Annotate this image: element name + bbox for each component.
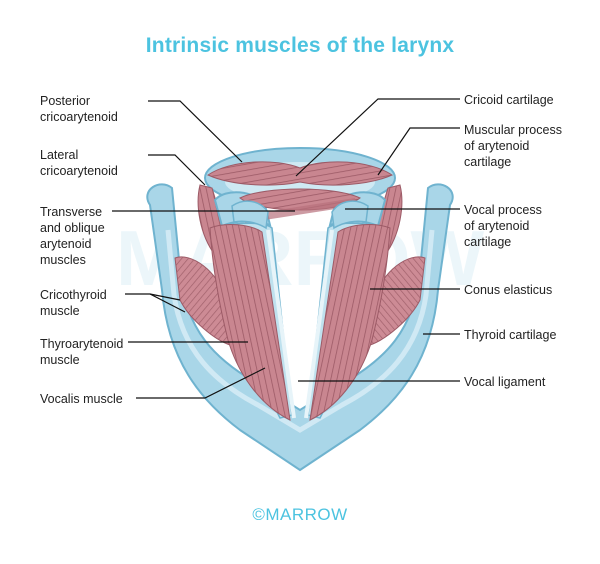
leader-muscular-process bbox=[377, 127, 460, 176]
leader-lateral-ca bbox=[148, 154, 206, 186]
label-cricothyroid-muscle: Cricothyroid muscle bbox=[40, 288, 107, 318]
label-conus-elasticus: Conus elasticus bbox=[464, 283, 553, 297]
label-muscular-process: Muscular process of arytenoid cartilage bbox=[464, 123, 562, 169]
label-cricoid-cartilage: Cricoid cartilage bbox=[464, 93, 554, 107]
diagram-title: Intrinsic muscles of the larynx bbox=[145, 34, 455, 57]
oblique-arytenoid-muscle bbox=[245, 198, 355, 223]
leader-cricoid bbox=[295, 98, 460, 177]
label-thyroid-cartilage: Thyroid cartilage bbox=[464, 328, 557, 342]
leader-cricothyroid-b bbox=[149, 293, 181, 301]
leader-vocalis bbox=[136, 367, 266, 399]
vocal-ligament-right bbox=[304, 229, 334, 419]
thyroarytenoid-muscle-right bbox=[309, 224, 391, 421]
posterior-cricoarytenoid-muscle bbox=[206, 161, 394, 186]
thyroarytenoid-muscle-left bbox=[209, 224, 291, 421]
label-vocal-process: Vocal process of arytenoid cartilage bbox=[464, 203, 542, 249]
label-vocal-ligament: Vocal ligament bbox=[464, 375, 546, 389]
leader-lines bbox=[112, 98, 460, 399]
brand-logo: ©MARROW bbox=[252, 505, 348, 524]
label-lateral-cricoarytenoid: Lateral cricoarytenoid bbox=[40, 148, 118, 178]
vocal-process-left bbox=[231, 200, 269, 230]
label-posterior-cricoarytenoid: Posterior cricoarytenoid bbox=[40, 94, 118, 124]
label-transverse-oblique-arytenoid: Transverse and oblique arytenoid muscles bbox=[40, 205, 105, 267]
label-thyroarytenoid-muscle: Thyroarytenoid muscle bbox=[40, 337, 124, 367]
label-vocalis-muscle: Vocalis muscle bbox=[40, 392, 123, 406]
vocal-process-right bbox=[331, 200, 369, 230]
vocal-ligament-left bbox=[266, 229, 296, 419]
leader-posterior-ca bbox=[148, 100, 243, 163]
